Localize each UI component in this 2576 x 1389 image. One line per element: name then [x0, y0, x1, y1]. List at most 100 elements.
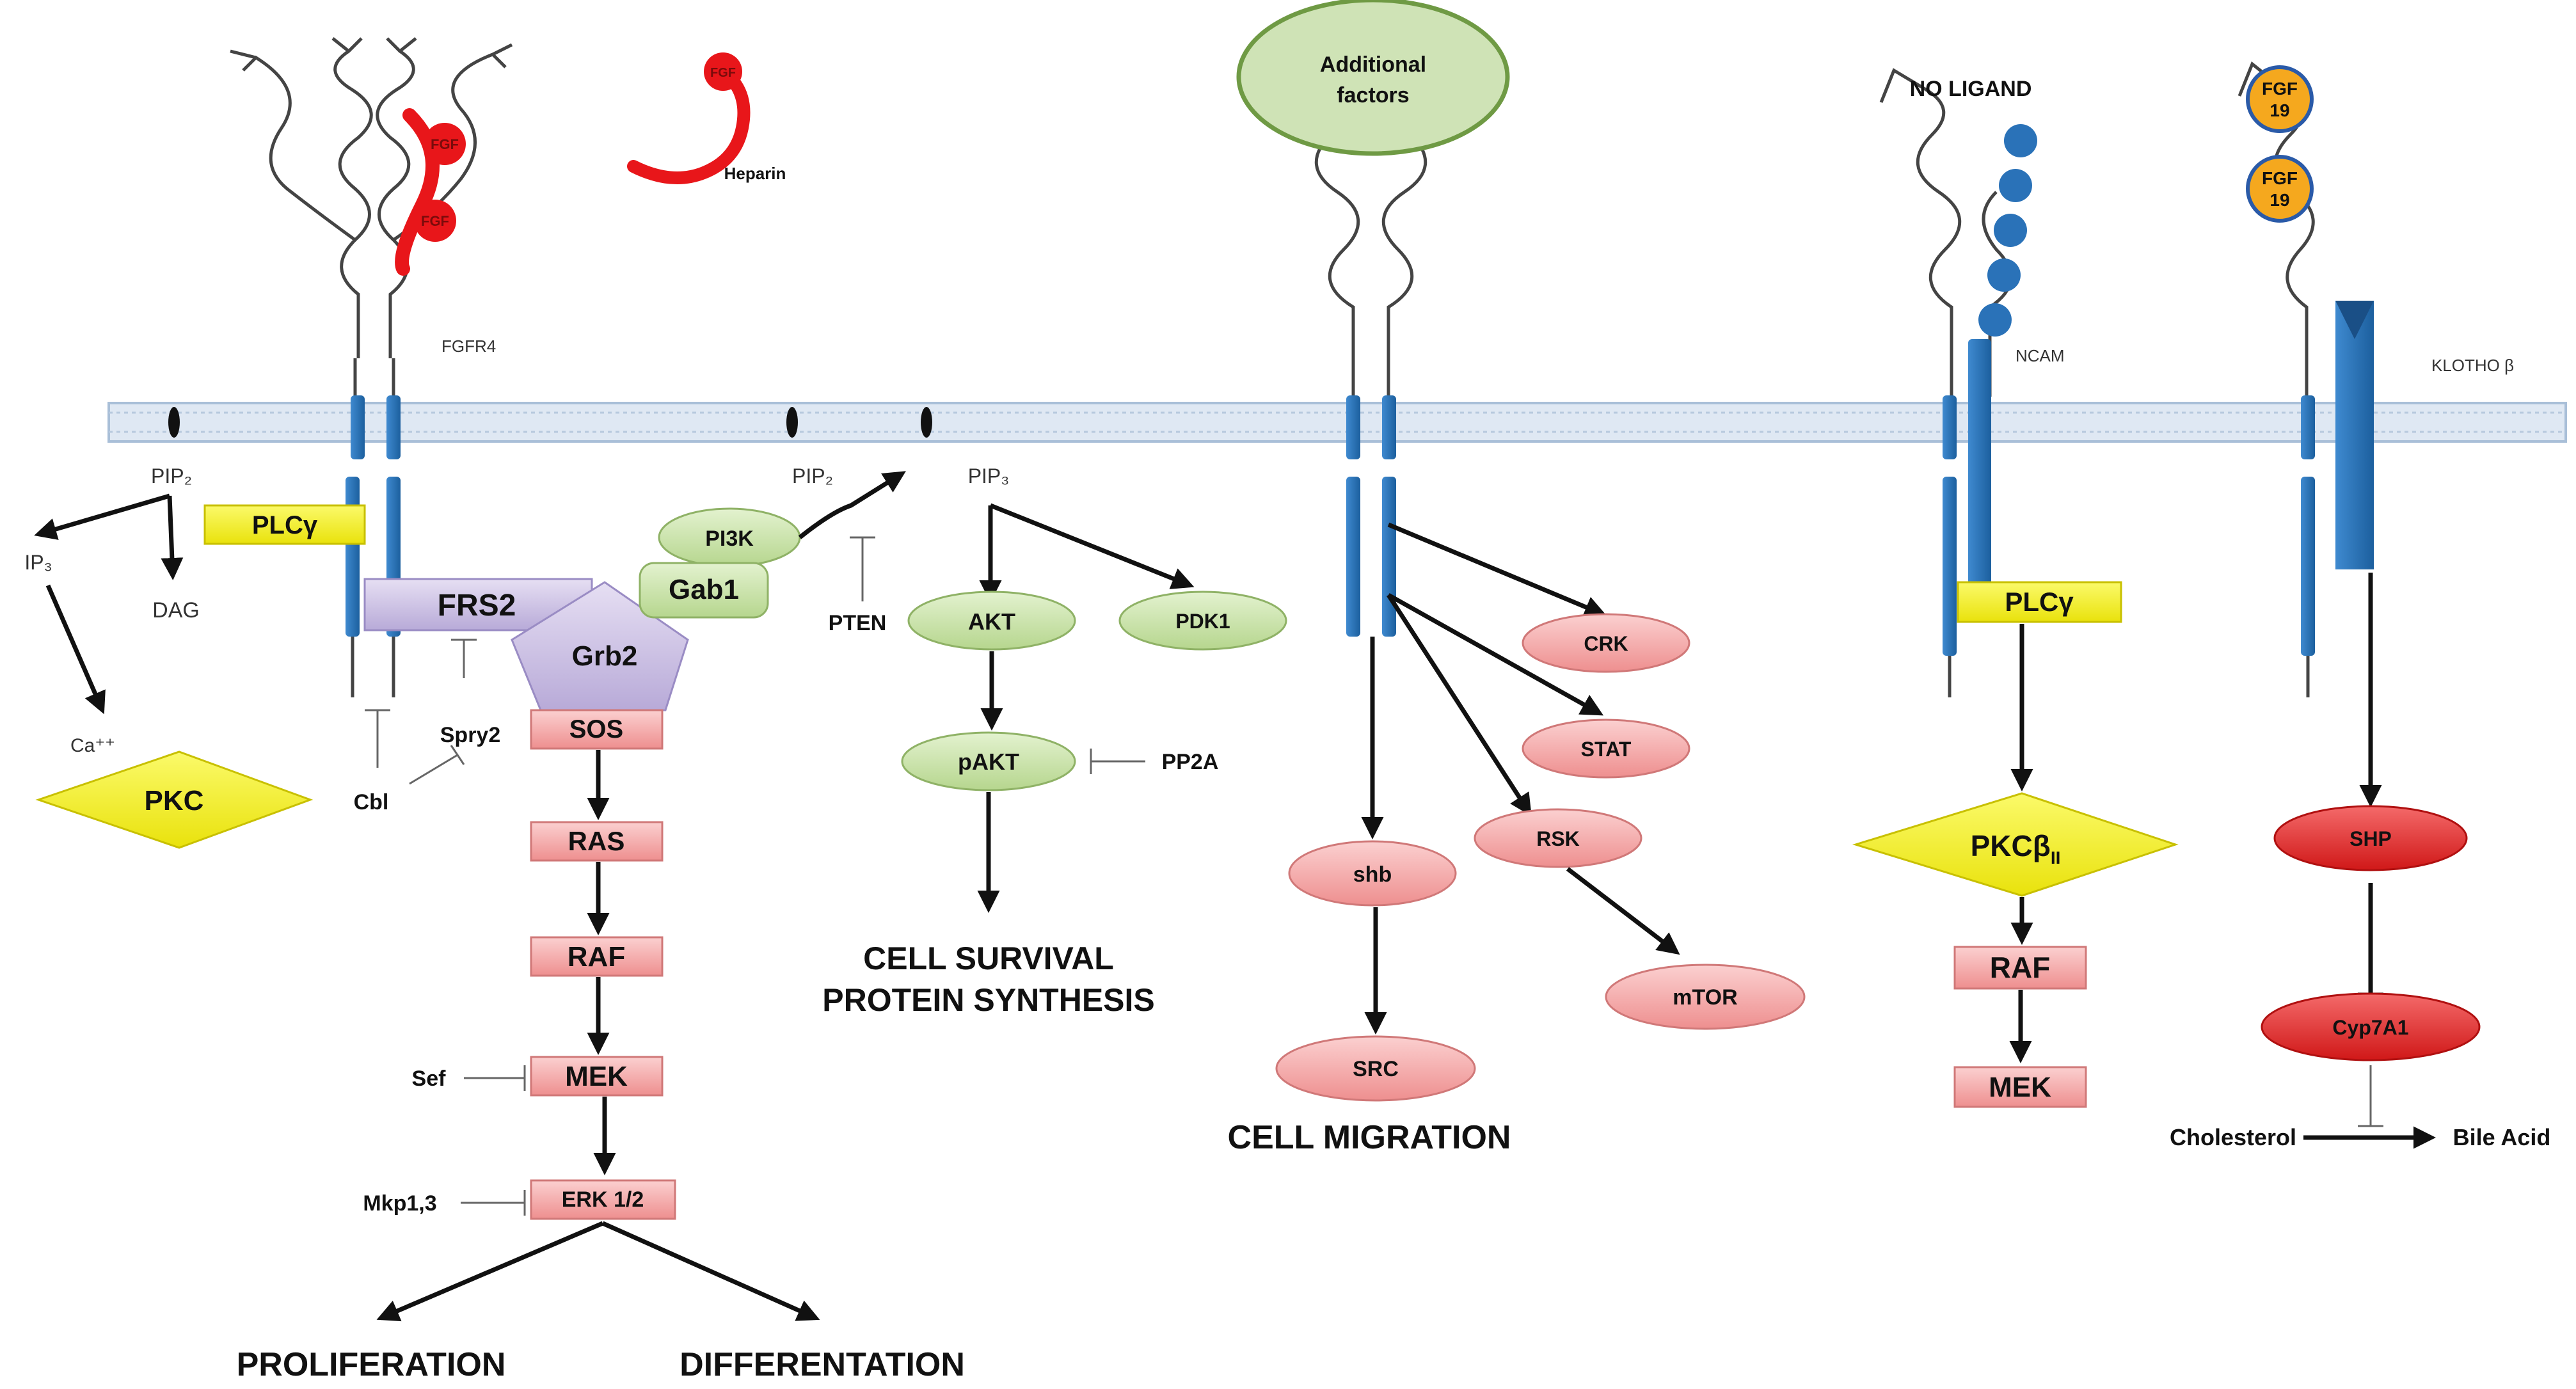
svg-text:SOS: SOS [569, 715, 623, 743]
pip2-mid-label: PIP₂ [792, 464, 833, 488]
pten-label: PTEN [829, 611, 887, 635]
inhibit-mkp-erk [461, 1190, 526, 1216]
migration-label: CELL MIGRATION [1228, 1119, 1511, 1156]
sef-label: Sef [412, 1067, 447, 1091]
inhibit-pp2a [1090, 749, 1145, 774]
plcg-left-node: PLCγ [203, 504, 366, 545]
receptor-fgf19-klotho: FGF 19 FGF 19 KLOTHO β [2238, 61, 2514, 697]
additional-factors-line2: factors [1337, 83, 1409, 107]
cyp7a1-node: Cyp7A1 [2261, 992, 2481, 1061]
akt-node: AKT [907, 591, 1076, 651]
fgf19-1-line2: 19 [2270, 100, 2289, 120]
pkcb-main: PKCβ [1971, 829, 2051, 862]
pip3-label: PIP₃ [968, 464, 1010, 488]
heparin-label: Heparin [724, 164, 786, 183]
no-ligand-label: NO LIGAND [1910, 77, 2032, 101]
pdk1-node: PDK1 [1118, 591, 1287, 651]
svg-text:PLCγ: PLCγ [252, 511, 318, 539]
svg-text:RSK: RSK [1536, 827, 1580, 850]
shb-node: shb [1288, 840, 1457, 907]
src-node: SRC [1275, 1035, 1476, 1102]
fgfr4-label: FGFR4 [441, 337, 496, 356]
svg-text:PLCγ: PLCγ [2005, 587, 2074, 617]
svg-text:PDK1: PDK1 [1175, 610, 1230, 633]
svg-text:SRC: SRC [1353, 1057, 1399, 1081]
ip3-label: IP₃ [24, 551, 52, 574]
stat-node: STAT [1522, 718, 1690, 779]
svg-text:shb: shb [1353, 862, 1392, 887]
inhibit-shp-cyp7a1 [2358, 883, 2383, 997]
pkcb-sub: II [2051, 848, 2061, 868]
inhibit-sef-mek [464, 1065, 526, 1091]
ncam-label: NCAM [2015, 346, 2065, 365]
ras-node: RAS [530, 821, 664, 862]
mkp-label: Mkp1,3 [363, 1191, 436, 1216]
inhibit-spry2-frs2 [451, 639, 477, 678]
mek-left-node: MEK [530, 1056, 664, 1097]
inhibit-cyp7a1-bile [2358, 1065, 2383, 1127]
klotho-label: KLOTHO β [2431, 356, 2514, 375]
svg-text:mTOR: mTOR [1673, 985, 1737, 1010]
additional-factors-line1: Additional [1320, 52, 1426, 77]
pkcb-node: PKCβII [1852, 792, 2179, 897]
svg-text:Gab1: Gab1 [669, 574, 739, 605]
svg-text:PI3K: PI3K [705, 527, 754, 551]
svg-text:ERK 1/2: ERK 1/2 [562, 1187, 644, 1212]
inhibit-cbl-spry2 [409, 745, 465, 785]
arrow-receptor-rsk [1387, 594, 1532, 816]
svg-text:CRK: CRK [1584, 632, 1628, 655]
arrow-ip3-ca [45, 584, 106, 715]
svg-text:PKCβII: PKCβII [1971, 829, 2061, 868]
cbl-label: Cbl [354, 790, 389, 814]
pkc-node: PKC [35, 750, 314, 849]
fgf-label-1: FGF [431, 136, 459, 152]
svg-text:RAF: RAF [1990, 951, 2051, 984]
svg-text:Grb2: Grb2 [572, 640, 638, 672]
spry2-label: Spry2 [440, 723, 501, 747]
fgf-label-2: FGF [421, 213, 449, 229]
raf-left-node: RAF [530, 936, 664, 977]
svg-text:RAS: RAS [568, 826, 625, 856]
svg-text:MEK: MEK [1989, 1072, 2051, 1103]
svg-text:SHP: SHP [2349, 827, 2392, 850]
frs2-node: FRS2 [363, 578, 593, 631]
cell-membrane [107, 402, 2567, 443]
raf-right-node: RAF [1953, 946, 2087, 990]
mek-right-node: MEK [1953, 1066, 2087, 1108]
proliferation-label: PROLIFERATION [237, 1346, 506, 1383]
svg-text:RAF: RAF [568, 941, 625, 972]
cholesterol-label: Cholesterol [2170, 1124, 2296, 1150]
erk-node: ERK 1/2 [530, 1179, 676, 1220]
gab1-node: Gab1 [639, 562, 769, 619]
crk-node: CRK [1522, 613, 1690, 673]
arrow-erk-differentiation [601, 1221, 820, 1321]
receptor-additional-factors: Additional factors [1236, 0, 1510, 637]
survival-line1: CELL SURVIVAL [863, 941, 1114, 976]
svg-text:Cyp7A1: Cyp7A1 [2332, 1016, 2408, 1039]
svg-text:FRS2: FRS2 [438, 589, 516, 623]
pakt-node: pAKT [901, 731, 1076, 791]
dag-label: DAG [152, 598, 200, 623]
fgf19-2-line1: FGF [2262, 168, 2298, 188]
svg-text:PKC: PKC [145, 785, 204, 816]
receptor-ncam: NO LIGAND NCAM [1879, 68, 2065, 697]
mtor-node: mTOR [1605, 964, 1806, 1030]
arrow-erk-proliferation [376, 1221, 604, 1322]
arrow-receptor-stat [1387, 592, 1604, 716]
bile-acid-label: Bile Acid [2453, 1124, 2551, 1150]
arrow-receptor-crk [1387, 522, 1607, 618]
fgf-heparin-free: FGF Heparin [627, 52, 786, 184]
fgf-label-3: FGF [710, 66, 736, 80]
svg-text:pAKT: pAKT [958, 749, 1019, 775]
svg-text:MEK: MEK [565, 1061, 628, 1092]
arrow-pip2-dag [161, 495, 184, 580]
arrow-pip3-pdk1 [989, 503, 1195, 589]
inhibit-cbl [365, 709, 390, 768]
differentiation-label: DIFFERENTATION [680, 1346, 965, 1383]
inhibit-pten [850, 536, 875, 601]
pi3k-node: PI3K [658, 507, 801, 568]
svg-text:AKT: AKT [968, 608, 1015, 635]
arrow-rsk-mtor [1566, 867, 1680, 955]
survival-line2: PROTEIN SYNTHESIS [822, 982, 1155, 1018]
